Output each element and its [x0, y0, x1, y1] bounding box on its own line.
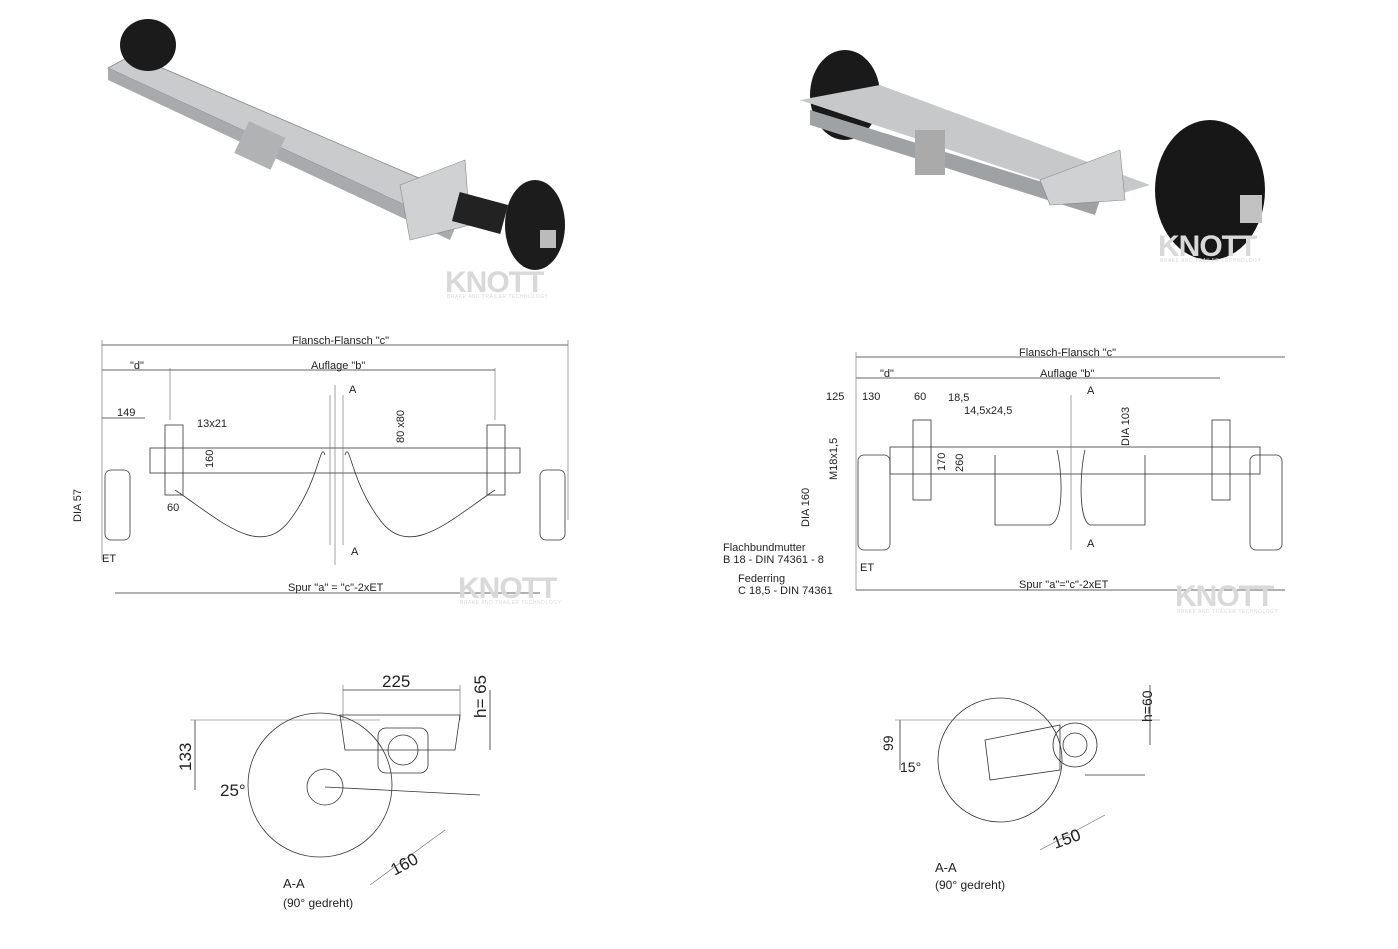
- axle-drawing-right: [855, 352, 1285, 591]
- profile-label: 80 x80: [395, 410, 407, 443]
- h-label: h= 65: [471, 675, 490, 718]
- dim-125: 125: [826, 391, 844, 403]
- section-note: (90° gedreht): [935, 878, 1005, 892]
- svg-text:BRAKE AND TRAILER TECHNOLOGY: BRAKE AND TRAILER TECHNOLOGY: [1160, 258, 1262, 264]
- section-marker: A: [1087, 385, 1095, 397]
- svg-text:KNOTT: KNOTT: [1175, 580, 1274, 613]
- flange-label: Flansch-Flansch "c": [1019, 347, 1116, 359]
- thread-label: M18x1,5: [828, 438, 840, 480]
- dim-149: 149: [117, 407, 135, 419]
- washer-spec: C 18,5 - DIN 74361: [738, 585, 833, 597]
- dim-225: 225: [382, 672, 410, 691]
- support-label: Auflage "b": [1040, 368, 1094, 380]
- section-marker: A: [351, 546, 359, 558]
- svg-text:BRAKE AND TRAILER TECHNOLOGY: BRAKE AND TRAILER TECHNOLOGY: [460, 600, 562, 606]
- section-note: (90° gedreht): [283, 896, 353, 910]
- d-label: "d": [130, 360, 144, 372]
- dim-160: 160: [387, 849, 421, 879]
- nut-label: Flachbundmutter: [723, 542, 806, 554]
- flange-label: Flansch-Flansch "c": [292, 335, 389, 347]
- et-label: ET: [860, 562, 874, 574]
- section-view-left: [190, 685, 491, 886]
- section-title: A-A: [935, 860, 957, 875]
- knott-logo: KNOTT BRAKE AND TRAILER TECHNOLOGY: [1158, 230, 1262, 264]
- knott-logo: KNOTT BRAKE AND TRAILER TECHNOLOGY: [445, 266, 549, 300]
- dia-160-label: DIA 160: [800, 488, 812, 527]
- dim-60: 60: [914, 391, 926, 403]
- dia-label: DIA 57: [72, 489, 84, 522]
- washer-label: Federring: [738, 573, 785, 585]
- dim-133: 133: [176, 743, 195, 771]
- h-label: h=60: [1139, 690, 1155, 722]
- axle-drawing-left: [101, 340, 569, 594]
- dim-160: 160: [204, 450, 216, 468]
- axle-photo-right: [800, 50, 1265, 260]
- dim-18-5: 18,5: [948, 392, 969, 404]
- knott-logo: KNOTT BRAKE AND TRAILER TECHNOLOGY: [1175, 580, 1279, 615]
- section-marker: A: [1087, 538, 1095, 550]
- knott-logo: KNOTT BRAKE AND TRAILER TECHNOLOGY: [458, 572, 562, 606]
- section-marker: A: [349, 384, 357, 396]
- section-title: A-A: [283, 876, 305, 891]
- track-label: Spur "a" = "c"-2xET: [288, 582, 384, 594]
- track-label: Spur "a"="c"-2xET: [1019, 579, 1109, 591]
- dim-170: 170: [936, 453, 948, 471]
- dim-130: 130: [862, 391, 880, 403]
- nut-spec: B 18 - DIN 74361 - 8: [723, 554, 824, 566]
- et-label: ET: [102, 553, 116, 565]
- slot-label: 14,5x24,5: [964, 405, 1012, 417]
- svg-text:BRAKE AND TRAILER TECHNOLOGY: BRAKE AND TRAILER TECHNOLOGY: [447, 294, 549, 300]
- svg-text:BRAKE AND TRAILER TECHNOLOGY: BRAKE AND TRAILER TECHNOLOGY: [1177, 609, 1279, 615]
- dim-99: 99: [880, 735, 896, 751]
- angle-label: 25°: [220, 781, 246, 800]
- dim-260: 260: [954, 454, 966, 472]
- svg-text:KNOTT: KNOTT: [445, 266, 544, 299]
- d-label: "d": [880, 368, 894, 380]
- section-view-right: [895, 685, 1160, 851]
- axle-photo-left: [107, 19, 565, 270]
- angle-label: 15°: [900, 759, 921, 775]
- svg-text:KNOTT: KNOTT: [458, 572, 557, 605]
- dim-60: 60: [167, 502, 179, 514]
- svg-text:KNOTT: KNOTT: [1158, 230, 1257, 263]
- dia-103-label: DIA 103: [1120, 407, 1132, 446]
- hole-label: 13x21: [197, 418, 227, 430]
- support-label: Auflage "b": [311, 360, 365, 372]
